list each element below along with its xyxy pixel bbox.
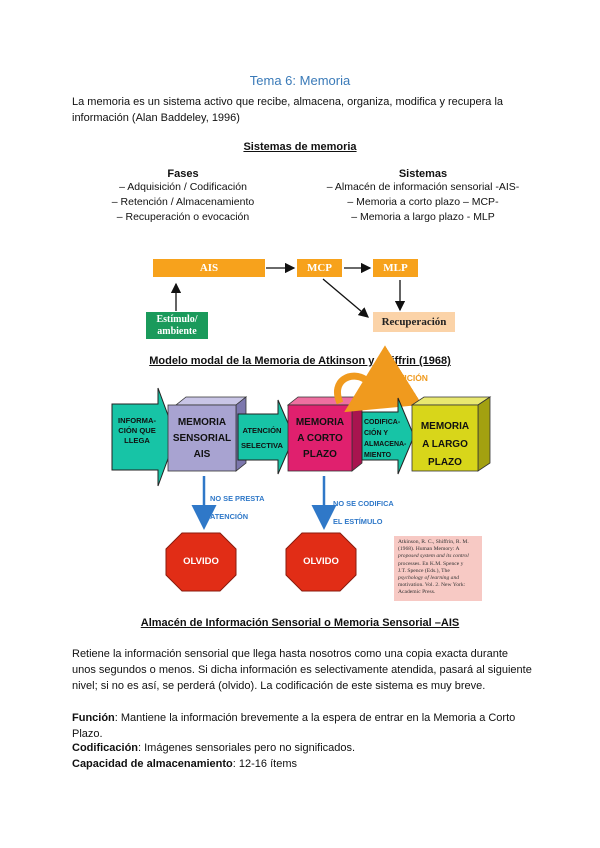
mlp-box: MLP: [373, 259, 418, 277]
function-label: Función: [72, 712, 115, 724]
coding-label-line: MIENTO: [364, 452, 392, 459]
attention-arrow-label: ATENCIÓN SELECTIVA: [238, 423, 286, 453]
function-text: : Mantiene la información brevemente a l…: [72, 712, 516, 740]
attention-arrow-shape: [237, 399, 295, 475]
repetition-label: REPETICIÓN: [376, 373, 428, 383]
short-label-line: A CORTO: [297, 433, 343, 444]
input-arrow-shape: [111, 387, 177, 487]
ais-box: AIS: [153, 259, 265, 277]
coding-text: : Imágenes sensoriales pero no significa…: [138, 742, 356, 754]
sensory-box-label: MEMORIA SENSORIAL AIS: [168, 415, 236, 463]
reference-line: motivation. Vol. 2. New York:: [398, 582, 466, 589]
reference-line: psychology of learning and: [398, 575, 460, 582]
not-coded-label: NO SE CODIFICA EL ESTÍMULO: [333, 495, 394, 531]
retrieval-box: Recuperación: [373, 312, 455, 332]
coding-label-line: CIÓN Y: [364, 430, 388, 437]
page-title: Tema 6: Memoria: [249, 73, 351, 88]
mcp-box: MCP: [297, 259, 342, 277]
systems-column: Sistemas – Almacén de información sensor…: [300, 168, 546, 225]
long-label-line: PLAZO: [428, 457, 462, 468]
input-label-line: INFORMA-: [118, 416, 156, 425]
not-coded-line: EL ESTÍMULO: [333, 517, 383, 526]
reference-line: processes. En K.M. Spence y: [398, 560, 464, 567]
system-item: – Memoria a largo plazo - MLP: [351, 211, 495, 223]
forget-label-1: OLVIDO: [183, 556, 219, 567]
input-label-line: LLEGA: [124, 436, 150, 445]
capacity-text: : 12-16 ítems: [232, 758, 297, 770]
forget-octagon-2: [285, 532, 357, 592]
phases-header: Fases: [167, 168, 199, 180]
coding-label: Codificación: [72, 742, 139, 754]
function-line: Función: Mantiene la información breveme…: [72, 710, 534, 742]
attention-label-line: SELECTIVA: [240, 441, 284, 450]
phases-column: Fases – Adquisición / Codificación – Ret…: [68, 168, 298, 225]
coding-label-line: CODIFICA-: [364, 419, 401, 426]
no-attention-line: NO SE PRESTA: [210, 494, 265, 503]
stimulus-box: Estímulo/ ambiente: [146, 312, 208, 339]
reference-line: Academic Press.: [398, 589, 436, 596]
reference-line: Atkinson, R. C., Shiffrin, R. M.: [398, 539, 469, 545]
reference-line: J.T. Spence (Eds.), The: [398, 567, 450, 574]
reference-box: Atkinson, R. C., Shiffrin, R. M. (1968).…: [394, 536, 482, 601]
coding-arrow-label: CODIFICA- CIÓN Y ALMACENA- MIENTO: [364, 417, 407, 461]
long-term-memory-box: [410, 396, 492, 472]
short-label-line: MEMORIA: [295, 417, 345, 428]
coding-arrow-shape: [361, 397, 415, 475]
systems-header: Sistemas: [398, 168, 448, 180]
intro-paragraph: La memoria es un sistema activo que reci…: [72, 96, 504, 124]
phase-item: – Adquisición / Codificación: [119, 181, 247, 193]
ais-paragraph: Retiene la información sensorial que lle…: [72, 648, 532, 692]
short-label-line: PLAZO: [303, 449, 337, 460]
attention-label-line: ATENCIÓN: [242, 426, 282, 435]
input-label-line: CIÓN QUE: [118, 426, 156, 435]
repetition-arrow: [334, 345, 423, 413]
capacity-label: Capacidad de almacenamiento: [72, 758, 233, 770]
sensory-label-line: MEMORIA: [177, 417, 227, 428]
short-box-label: MEMORIA A CORTO PLAZO: [288, 415, 352, 463]
reference-line: proposed system and its control: [398, 553, 469, 560]
sensory-label-line: AIS: [193, 449, 211, 460]
sensory-label-line: SENSORIAL: [172, 433, 232, 444]
system-item: – Almacén de información sensorial -AIS-: [326, 181, 520, 193]
systems-heading: Sistemas de memoria: [243, 141, 357, 153]
long-box-label: MEMORIA A LARGO PLAZO: [412, 418, 478, 472]
not-coded-line: NO SE CODIFICA: [333, 499, 394, 508]
reference-line: (1968). Human Memory: A: [398, 546, 460, 553]
input-arrow-label: INFORMA- CIÓN QUE LLEGA: [112, 416, 162, 446]
forget-label-2: OLVIDO: [303, 556, 339, 567]
phase-item: – Retención / Almacenamiento: [111, 196, 255, 208]
no-attention-label: NO SE PRESTA ATENCIÓN: [210, 490, 264, 526]
coding-label-line: ALMACENA-: [364, 441, 407, 448]
ais-heading: Almacén de Información Sensorial o Memor…: [140, 617, 460, 629]
coding-line: Codificación: Imágenes sensoriales pero …: [72, 740, 534, 756]
short-term-memory-box: [286, 396, 364, 472]
system-item: – Memoria a corto plazo – MCP-: [347, 196, 499, 208]
capacity-line: Capacidad de almacenamiento: 12-16 ítems: [72, 756, 534, 772]
long-label-line: MEMORIA: [420, 421, 470, 432]
long-label-line: A LARGO: [422, 439, 468, 450]
phase-item: – Recuperación o evocación: [116, 211, 250, 223]
forget-octagon-1: [165, 532, 237, 592]
no-attention-line: ATENCIÓN: [210, 512, 249, 521]
